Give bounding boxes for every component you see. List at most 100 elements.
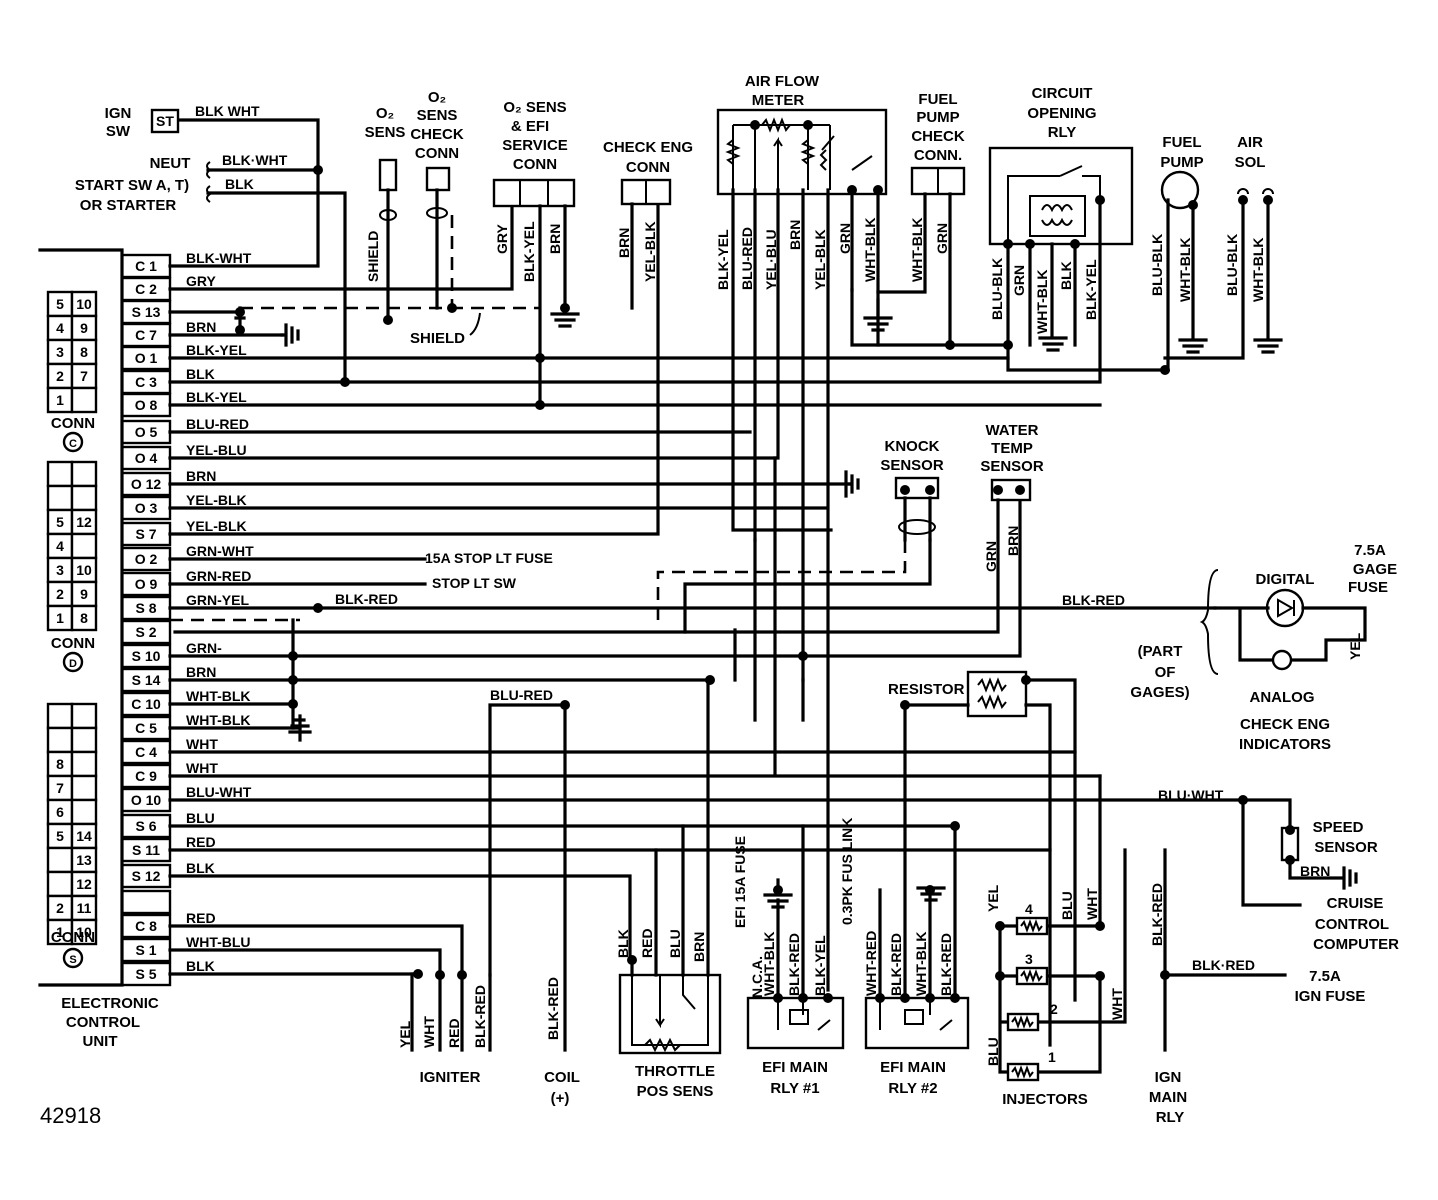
fuel-pump-label-2: PUMP bbox=[1160, 154, 1203, 171]
fuel-pump-label-1: FUEL bbox=[1162, 134, 1201, 151]
check-eng-yelblk-label: YEL-BLK bbox=[642, 221, 658, 282]
wts-brn-label: BRN bbox=[1005, 526, 1021, 556]
blu-wht-right-label: BLU·WHT bbox=[1158, 787, 1224, 803]
igniter-label: IGNITER bbox=[420, 1069, 481, 1086]
ground-symbol-1 bbox=[550, 312, 580, 328]
ecu-outline bbox=[38, 248, 124, 987]
conn-c-label: CONN bbox=[51, 415, 95, 432]
efi-rly2-internal bbox=[879, 998, 953, 1031]
conn-s-cell-label: 7 bbox=[56, 780, 64, 796]
efi-rly2-box bbox=[864, 996, 970, 1050]
conn-d-cell bbox=[70, 460, 98, 488]
conn-s-cell-label: 6 bbox=[56, 804, 64, 820]
conn-d-cell bbox=[46, 580, 74, 608]
afm-wires bbox=[731, 188, 880, 992]
conn-s-cell bbox=[70, 846, 98, 874]
o2-check-label-3: CHECK bbox=[410, 126, 464, 143]
wire-o10 bbox=[168, 798, 1292, 832]
conn-d-cell bbox=[46, 556, 74, 584]
o2-check-label-1: O₂ bbox=[428, 89, 446, 106]
afm-resistor-1 bbox=[725, 139, 741, 165]
o2-sensor-body bbox=[378, 158, 398, 192]
o2-check-shield-loop bbox=[426, 207, 448, 219]
analog-label-3: INDICATORS bbox=[1239, 736, 1331, 753]
inj3-label: 3 bbox=[1025, 951, 1033, 967]
inj-yel-label: YEL bbox=[985, 884, 1001, 912]
wire-s7 bbox=[168, 202, 660, 536]
brn-label: BRN bbox=[547, 224, 563, 254]
conn-s-cell bbox=[46, 870, 74, 898]
conn-c-cell bbox=[70, 290, 98, 318]
fpcc-whtblk-label: WHT-BLK bbox=[909, 217, 925, 282]
cruise-label-1: CRUISE bbox=[1327, 895, 1384, 912]
speed-label-2: SENSOR bbox=[1314, 839, 1378, 856]
tps-label-2: POS SENS bbox=[637, 1083, 714, 1100]
r1-whtblk-label: WHT-BLK bbox=[761, 931, 777, 996]
cor-whtblk-label: WHT-BLK bbox=[1034, 269, 1050, 334]
afm-grn-label: GRN bbox=[837, 223, 853, 254]
wts-grn-label: GRN bbox=[983, 541, 999, 572]
conn-d-cell bbox=[46, 484, 74, 512]
conn-s-cell bbox=[70, 894, 98, 922]
afm-thermistor bbox=[819, 125, 835, 190]
ecu-wire-label: WHT bbox=[186, 736, 218, 752]
ecu-label-2: CONTROL bbox=[66, 1014, 140, 1031]
o2-sens-label-1: O₂ bbox=[376, 105, 394, 122]
ecu-pin-label: O 3 bbox=[135, 500, 158, 516]
fpump-blublk-label: BLU-BLK bbox=[1149, 234, 1165, 296]
ign-fuse-label-2: IGN FUSE bbox=[1295, 988, 1366, 1005]
ecu-pin-label: C 7 bbox=[135, 327, 157, 343]
air-sol-terminals bbox=[1237, 188, 1274, 195]
ecu-pin-label: S 11 bbox=[132, 842, 160, 858]
fus-link-label: 0.3PK FUS LINK bbox=[839, 818, 855, 925]
cor-coil-2 bbox=[1041, 217, 1073, 226]
r2-blkred-label: BLK-RED bbox=[888, 933, 904, 996]
tps-box bbox=[618, 973, 722, 1055]
ign-main-rly-wires bbox=[1163, 848, 1287, 1052]
ecu-wire-label: GRN-WHT bbox=[186, 543, 254, 559]
conn-d-cell-label: 4 bbox=[56, 538, 64, 554]
conn-d-cell-label: 2 bbox=[56, 586, 64, 602]
speed-brn-label: BRN bbox=[1300, 863, 1330, 879]
conn-d-cell bbox=[46, 460, 74, 488]
start-wire-label: BLK bbox=[225, 176, 254, 192]
cor-grn-label: GRN bbox=[1011, 265, 1027, 296]
ecu-pin-label: S 5 bbox=[135, 966, 156, 982]
ecu-label-1: ELECTRONIC bbox=[61, 995, 159, 1012]
conn-s-badge-circle bbox=[62, 947, 84, 969]
ecu-wire-label: BLK bbox=[186, 366, 215, 382]
efi-fuse-label: EFI 15A FUSE bbox=[732, 836, 748, 928]
conn-d-cell bbox=[70, 556, 98, 584]
ecu-wire-label: BLK-YEL bbox=[186, 389, 247, 405]
gage-wires bbox=[1213, 606, 1367, 662]
gage-fuse-label-2: GAGE bbox=[1353, 561, 1397, 578]
afm-switch bbox=[851, 155, 873, 171]
fpump-whtblk-label: WHT-BLK bbox=[1177, 237, 1193, 302]
ecu-pin-label: S 14 bbox=[132, 672, 161, 688]
o2-shield-loop bbox=[379, 209, 397, 221]
asol-blublk-label: BLU-BLK bbox=[1224, 234, 1240, 296]
part-label-3: GAGES) bbox=[1130, 684, 1189, 701]
blk-yel-label: BLK-YEL bbox=[521, 221, 537, 282]
conn-c-cell bbox=[70, 386, 98, 414]
afm-label-1: AIR FLOW bbox=[745, 73, 820, 90]
neut-label-3: OR STARTER bbox=[80, 197, 177, 214]
fpcc-label-2: PUMP bbox=[916, 109, 959, 126]
conn-s-cell bbox=[46, 702, 74, 730]
wire-c8 bbox=[168, 924, 464, 977]
neut-label-1: NEUT bbox=[150, 155, 191, 172]
tps-internal bbox=[631, 975, 709, 1053]
splice-dots bbox=[235, 120, 1295, 1003]
afm-yelblk-label: YEL-BLK bbox=[812, 229, 828, 290]
nca-label: N.C.A. bbox=[749, 956, 765, 998]
conn-d-cell-label: 10 bbox=[76, 562, 92, 578]
afm-label-2: METER bbox=[752, 92, 805, 109]
ig-red-label: RED bbox=[446, 1018, 462, 1048]
coil-label-1: COIL bbox=[544, 1069, 580, 1086]
o2-efi-conn-box bbox=[492, 178, 576, 208]
conn-c-cell-label: 5 bbox=[56, 296, 64, 312]
ecu-pin-label: O 4 bbox=[135, 450, 158, 466]
coil-blkred-label: BLK-RED bbox=[545, 977, 561, 1040]
shield-label: SHIELD bbox=[410, 330, 465, 347]
